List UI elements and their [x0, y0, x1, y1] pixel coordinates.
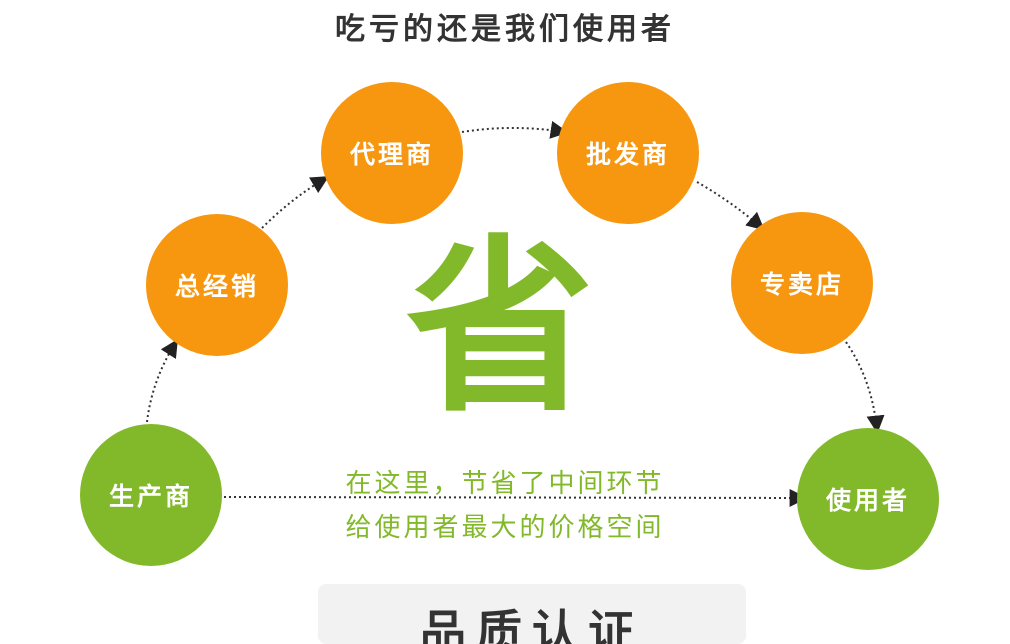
node-agent: 代理商	[321, 82, 463, 224]
node-store: 专卖店	[731, 212, 873, 354]
node-user: 使用者	[797, 428, 939, 570]
save-character: 省	[406, 219, 594, 438]
quality-cert-label: 品质认证	[420, 605, 644, 644]
caption-line-1: 在这里，节省了中间环节	[345, 469, 665, 499]
arrow-wholesaler-to-store	[696, 181, 765, 231]
arrow-producer-to-user	[223, 488, 808, 507]
node-producer: 生产商	[80, 424, 222, 566]
arrow-producer-to-distributor	[146, 338, 178, 423]
flow-arrows	[146, 120, 885, 507]
arrow-distributor-to-agent	[261, 176, 330, 229]
page-title: 吃亏的还是我们使用者	[335, 12, 675, 47]
arrow-store-to-user	[845, 341, 885, 434]
node-wholesaler: 批发商	[557, 82, 699, 224]
caption-line-2: 给使用者最大的价格空间	[345, 513, 665, 543]
node-general-distributor: 总经销	[146, 214, 288, 356]
arrow-agent-to-wholesaler	[461, 120, 569, 139]
quality-cert-banner: 品质认证	[318, 584, 746, 644]
